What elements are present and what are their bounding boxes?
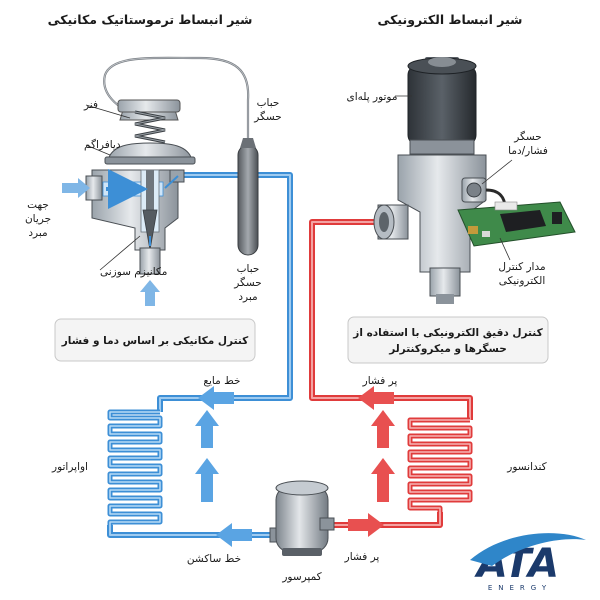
label-refrigerant-bulb-3: مبرد [238, 291, 257, 303]
label-flow-direction-1: جهت [27, 199, 49, 211]
eev-inlet-port [373, 204, 409, 240]
evaporator-coil [107, 409, 163, 525]
label-flow-direction-3: مبرد [28, 227, 47, 239]
diaphragm [107, 142, 193, 161]
label-evaporator: اواپراتور [51, 461, 88, 473]
evaporator-arrow-1 [195, 458, 219, 502]
electronic-info-text-2: حسگرها و میکروکنترلر [388, 342, 507, 355]
needle-icon [142, 209, 158, 251]
condenser-arrow-2 [371, 410, 395, 448]
label-sensor-2: فشار/دما [508, 145, 548, 157]
compressor [269, 480, 335, 556]
electronic-valve [373, 57, 576, 304]
label-sensor-bulb-2: حسگر [253, 110, 281, 123]
sensing-bulb [237, 138, 259, 256]
label-suction-line: خط ساکشن [187, 553, 241, 565]
label-needle-mechanism: مکانیزم سوزنی [100, 266, 167, 278]
high-pressure-arrow-top [358, 386, 394, 410]
label-liquid-line: خط مایع [203, 375, 240, 387]
condenser-arrow-1 [371, 458, 395, 502]
discharge-line-pipe [330, 512, 443, 528]
logo-swoosh-icon [470, 533, 586, 566]
electronic-title: شیر انبساط الکترونیکی [378, 12, 523, 27]
mechanical-valve [85, 56, 250, 275]
label-sensor-1: حسگر [513, 130, 541, 143]
ata-energy-logo: ATA ENERGY [470, 533, 586, 592]
label-sensor-bulb-1: حباب [257, 97, 280, 109]
mechanical-info-text: کنترل مکانیکی بر اساس دما و فشار [61, 335, 249, 347]
label-diaphragm: دیافراگم [84, 138, 121, 151]
control-circuit-board [457, 201, 576, 247]
label-refrigerant-bulb-1: حباب [237, 263, 260, 275]
label-spring: فنر [83, 99, 98, 111]
outlet-flow-arrow [140, 280, 160, 306]
label-control-circuit-1: مدار کنترل [498, 261, 545, 273]
pressure-temp-sensor [461, 177, 487, 203]
high-pressure-arrow-bottom [348, 513, 384, 537]
stepper-motor [407, 57, 477, 155]
label-stepper-motor: موتور پله‌ای [347, 91, 398, 103]
liquid-line-arrow [198, 386, 234, 410]
mechanical-title: شیر انبساط ترموستاتیک مکانیکی [48, 12, 253, 27]
evaporator-arrow-2 [195, 410, 219, 448]
condenser-coil [407, 417, 473, 512]
label-high-pressure-top: پر فشار [362, 375, 398, 387]
suction-line-arrow [216, 523, 252, 547]
mechanical-info-box: کنترل مکانیکی بر اساس دما و فشار [54, 318, 256, 362]
electronic-info-text-1: کنترل دقیق الکترونیکی با استفاده از [352, 327, 543, 339]
spring-icon [134, 110, 166, 144]
logo-subtext: ENERGY [488, 584, 552, 592]
label-control-circuit-2: الکترونیکی [499, 275, 546, 287]
label-refrigerant-bulb-2: حسگر [233, 276, 261, 289]
label-flow-direction-2: جریان [25, 213, 51, 225]
label-condenser: کندانسور [506, 461, 546, 473]
electronic-info-box: کنترل دقیق الکترونیکی با استفاده از حسگر… [347, 316, 549, 364]
label-compressor: کمپرسور [281, 571, 321, 583]
inlet-flow-arrow [62, 178, 90, 198]
label-high-pressure-bottom: پر فشار [344, 551, 380, 563]
